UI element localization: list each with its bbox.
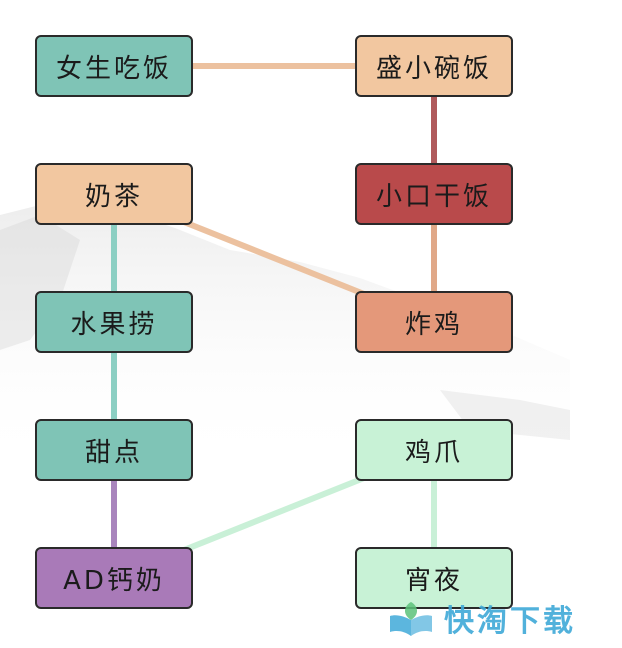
watermark: 快淘下载 xyxy=(386,596,576,640)
node-tiandian[interactable]: 甜点 xyxy=(35,419,193,481)
node-nvshengchifan[interactable]: 女生吃饭 xyxy=(35,35,193,97)
watermark-text: 快淘下载 xyxy=(444,604,576,639)
node-xiaoye[interactable]: 宵夜 xyxy=(355,547,513,609)
node-naicha[interactable]: 奶茶 xyxy=(35,163,193,225)
node-jizhua[interactable]: 鸡爪 xyxy=(355,419,513,481)
node-shengxiaowanfan[interactable]: 盛小碗饭 xyxy=(355,35,513,97)
node-shuiguolao[interactable]: 水果捞 xyxy=(35,291,193,353)
node-zhaji[interactable]: 炸鸡 xyxy=(355,291,513,353)
node-xiaokouganfan[interactable]: 小口干饭 xyxy=(355,163,513,225)
book-leaf-logo-icon xyxy=(390,602,432,636)
node-adgainai[interactable]: AD钙奶 xyxy=(35,547,193,609)
